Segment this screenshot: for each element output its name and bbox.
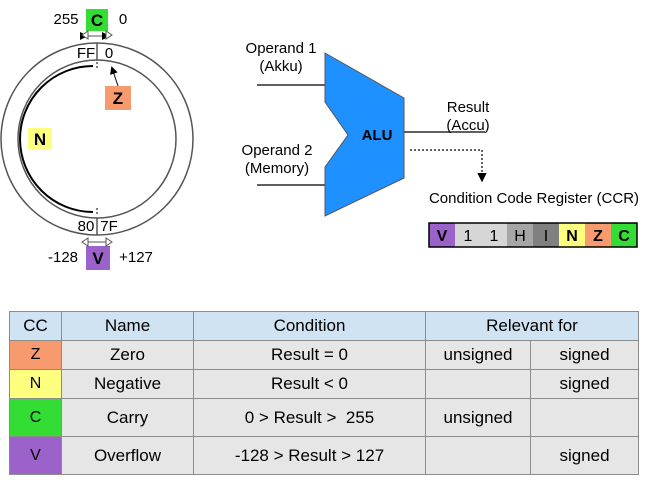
ccr-title: Condition Code Register (CCR) [429, 190, 639, 207]
carry-flag-label: C [91, 11, 103, 30]
zero-flag-arrow [110, 66, 119, 87]
overflow-flag-box [86, 246, 110, 270]
ccr-dotted-arrow [410, 149, 487, 183]
cell-cc: N [9, 369, 62, 399]
ring-top-max-value: 255 [53, 11, 78, 28]
diagram: FF 0 80 7F 255 0 C -128 +127 V Z N ALU O… [0, 9, 639, 270]
cell-signed [530, 398, 639, 437]
ring-label-00: 0 [105, 45, 113, 62]
ccr-register: Condition Code Register (CCR) V 1 1 H I … [428, 190, 639, 248]
table-row: Z Zero Result = 0 unsigned signed [9, 340, 639, 370]
ccr-bit-h-label: H [514, 228, 526, 245]
header-condition: Condition [193, 311, 426, 341]
ring-label-80: 80 [78, 218, 95, 235]
ring-label-ff: FF [77, 45, 95, 62]
cell-unsigned [425, 369, 531, 399]
ccr-bit-v [429, 223, 455, 247]
cell-condition: 0 > Result > 255 [193, 398, 426, 437]
condition-code-table: CC Name Condition Relevant for Z Zero Re… [9, 311, 639, 475]
result-label: Result [447, 99, 490, 116]
negative-flag-label: N [34, 130, 46, 149]
zero-flag-box [105, 86, 131, 110]
ring-top-zero-value: 0 [119, 11, 127, 28]
ring-bottom-max-value: +127 [119, 249, 153, 266]
cell-condition: Result < 0 [193, 369, 426, 399]
cell-condition: Result = 0 [193, 340, 426, 370]
ccr-bit-n [559, 223, 585, 247]
ccr-bit-c [611, 223, 637, 247]
ccr-bit-v-label: V [437, 228, 448, 245]
table-row: N Negative Result < 0 signed [9, 369, 639, 399]
table-row: C Carry 0 > Result > 255 unsigned [9, 398, 639, 437]
cell-unsigned: unsigned [425, 340, 531, 370]
ccr-bit-1a [455, 223, 481, 247]
ccr-bit-i [533, 223, 559, 247]
cell-name: Carry [61, 398, 194, 437]
operand2-sublabel: (Memory) [245, 160, 309, 177]
ccr-bit-1a-label: 1 [464, 228, 473, 245]
ring-label-7f: 7F [100, 218, 118, 235]
table-header-row: CC Name Condition Relevant for [9, 311, 639, 341]
alu-block: ALU Operand 1 (Akku) Operand 2 (Memory) … [242, 40, 490, 217]
operand1-sublabel: (Akku) [259, 58, 302, 75]
header-cc: CC [9, 311, 62, 341]
cell-signed: signed [530, 436, 639, 475]
carry-flag-box [86, 9, 108, 31]
alu-shape [324, 52, 405, 217]
ccr-bit-c-label: C [618, 228, 630, 245]
negative-flag-box [28, 128, 52, 150]
ccr-bit-z-label: Z [593, 228, 603, 245]
ccr-bit-1b-label: 1 [490, 228, 499, 245]
cell-condition: -128 > Result > 127 [193, 436, 426, 475]
ccr-bit-n-label: N [566, 228, 578, 245]
ccr-frame [428, 222, 638, 248]
overflow-flag-label: V [92, 249, 104, 268]
cell-cc: V [9, 436, 62, 475]
ccr-bit-i-label: I [544, 228, 548, 245]
cell-cc: Z [9, 340, 62, 370]
ccr-bit-1b [481, 223, 507, 247]
carry-wrap-arrow-icon [81, 30, 113, 40]
cell-signed: signed [530, 340, 639, 370]
cell-name: Negative [61, 369, 194, 399]
operand2-label: Operand 2 [242, 142, 313, 159]
table-row: V Overflow -128 > Result > 127 signed [9, 436, 639, 475]
ccr-bit-h [507, 223, 533, 247]
ccr-bit-z [585, 223, 611, 247]
header-relevant-for: Relevant for [425, 311, 639, 341]
ring-bottom-min-value: -128 [48, 249, 78, 266]
result-sublabel: (Accu) [446, 117, 489, 134]
cell-unsigned [425, 436, 531, 475]
cell-signed: signed [530, 369, 639, 399]
cell-name: Zero [61, 340, 194, 370]
operand1-label: Operand 1 [246, 40, 317, 57]
negative-arc [19, 65, 94, 213]
cell-unsigned: unsigned [425, 398, 531, 437]
number-ring: FF 0 80 7F 255 0 C -128 +127 V Z N [0, 9, 194, 270]
zero-flag-label: Z [113, 89, 123, 108]
cell-cc: C [9, 398, 62, 437]
cell-name: Overflow [61, 436, 194, 475]
header-name: Name [61, 311, 194, 341]
alu-label: ALU [362, 127, 393, 144]
